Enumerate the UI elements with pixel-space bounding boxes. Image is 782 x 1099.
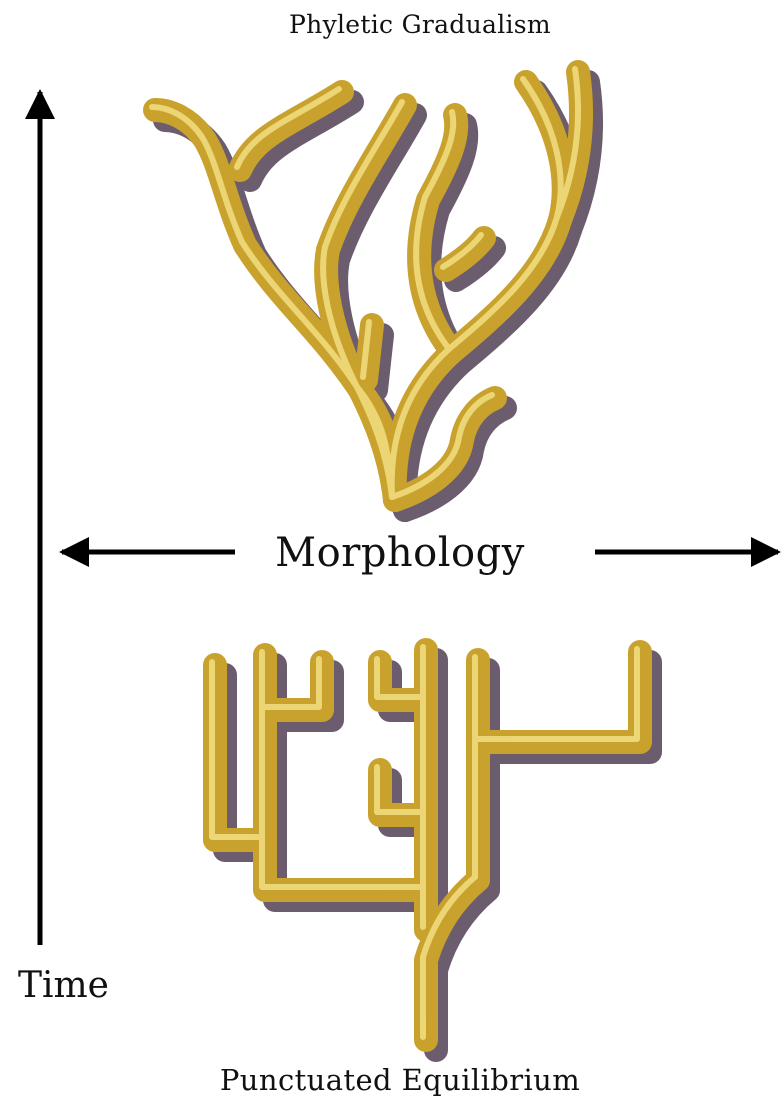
phyletic-gradualism-tree bbox=[152, 69, 591, 510]
punctuated-equilibrium-tree bbox=[212, 647, 650, 1050]
